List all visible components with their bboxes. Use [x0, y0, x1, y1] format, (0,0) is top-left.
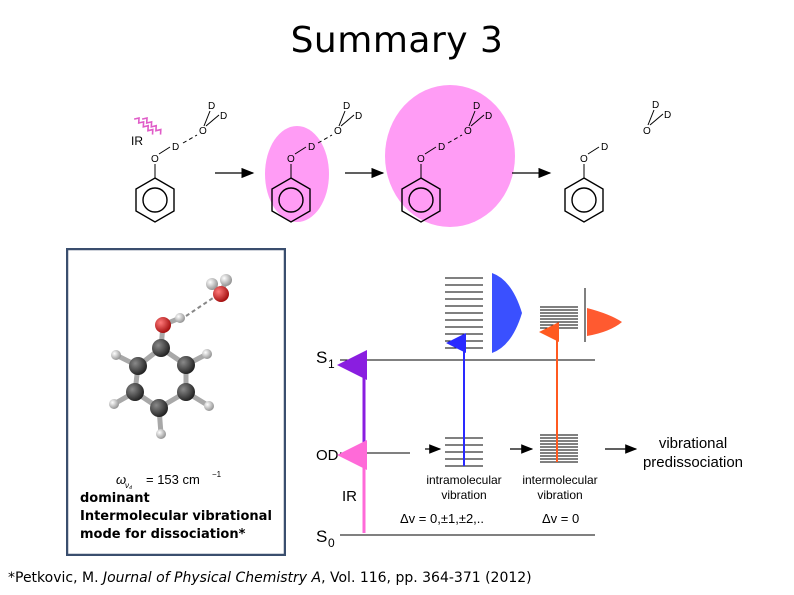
hydrogen-atom [204, 401, 214, 411]
intermolecular-band [587, 308, 622, 336]
delta-v-intermolecular: Δv = 0 [542, 511, 579, 526]
frequency-exponent: −1 [212, 470, 222, 479]
od-label: OD [316, 447, 339, 464]
caption-line: mode for dissociation* [80, 527, 246, 542]
carbon-atom [129, 357, 147, 375]
s1-subscript: 1 [328, 357, 335, 371]
hydrogen-atom [111, 350, 121, 360]
page-title: Summary 3 [290, 20, 504, 61]
oxygen-atom [155, 317, 171, 333]
s1-label: S [316, 348, 327, 367]
caption-line: Intermolecular vibrational [80, 509, 272, 524]
excited-complex-highlight [385, 85, 515, 227]
deuterium-atom: D [220, 111, 227, 122]
intermolecular-label: vibration [537, 488, 582, 502]
oxygen-atom: O [151, 154, 159, 165]
deuterium-atom: D [473, 101, 480, 112]
oxygen-atom: O [199, 126, 207, 137]
frequency-subscript: ν₄ [125, 481, 132, 490]
carbon-atom [177, 383, 195, 401]
complex-stage-1: IR O D O D D [131, 101, 227, 223]
vibrational-predissociation-label: predissociation [643, 454, 743, 471]
caption-line: dominant [80, 491, 150, 506]
dissociation-mechanism: IR O D O D D O D O D D O D O D D [131, 85, 671, 227]
citation-suffix: , Vol. 116, pp. 364-371 (2012) [321, 570, 532, 586]
carbon-atom [150, 399, 168, 417]
oxygen-atom [213, 286, 229, 302]
vibrational-predissociation-label: vibrational [659, 435, 727, 452]
intermolecular-upper-manifold [540, 306, 578, 329]
oxygen-atom: O [417, 154, 425, 165]
deuterium-atom: D [664, 110, 671, 121]
carbon-atom [152, 339, 170, 357]
s0-subscript: 0 [328, 536, 335, 550]
intermolecular-label: intermolecular [522, 473, 597, 487]
inset-frame [66, 248, 286, 556]
oxygen-atom: O [643, 126, 651, 137]
deuterium-atom: D [652, 100, 659, 111]
deuterium-atom: D [438, 142, 445, 153]
excited-chromophore-highlight [265, 126, 329, 222]
hydrogen-atom [156, 429, 166, 439]
oxygen-atom: O [464, 126, 472, 137]
deuterium-atom: D [355, 111, 362, 122]
deuterium-atom: D [343, 101, 350, 112]
hydrogen-atom [175, 313, 185, 323]
energy-level-diagram: S 1 OD S 0 IR in [316, 273, 743, 550]
deuterium-atom: D [308, 142, 315, 153]
frequency-value: = 153 cm [146, 472, 200, 487]
citation-prefix: *Petkovic, M. [8, 570, 103, 586]
complex-stage-4: O D O D D [564, 100, 671, 223]
citation-journal: Journal of Physical Chemistry A [102, 570, 322, 586]
inset-caption: dominant Intermolecular vibrational mode… [80, 490, 272, 544]
frequency-symbol: ω [116, 472, 126, 487]
carbon-atom [177, 356, 195, 374]
deuterium-atom: D [601, 142, 608, 153]
ir-label: IR [131, 134, 143, 148]
intramolecular-label: vibration [441, 488, 486, 502]
oxygen-atom: O [334, 126, 342, 137]
hydrogen-atom [202, 349, 212, 359]
intramolecular-label: intramolecular [426, 473, 501, 487]
oxygen-atom: O [580, 154, 588, 165]
hydrogen-atom [206, 278, 218, 290]
complex-stage-3: O D O D D [401, 101, 492, 223]
molecule-inset: ω ν₄ = 153 cm −1 [66, 248, 286, 556]
deuterium-atom: D [172, 142, 179, 153]
hydrogen-atom [220, 274, 232, 286]
intermolecular-lower-manifold [540, 434, 578, 463]
oxygen-atom: O [287, 154, 295, 165]
delta-v-intramolecular: Δv = 0,±1,±2,.. [400, 511, 484, 526]
intramolecular-band [492, 273, 522, 353]
deuterium-atom: D [208, 101, 215, 112]
hydrogen-atom [109, 399, 119, 409]
complex-stage-2: O D O D D [271, 101, 362, 223]
deuterium-atom: D [485, 111, 492, 122]
intramolecular-upper-manifold [445, 277, 483, 349]
citation: *Petkovic, M. Journal of Physical Chemis… [8, 570, 532, 586]
s0-label: S [316, 527, 327, 546]
ir-label: IR [342, 488, 357, 505]
carbon-atom [126, 383, 144, 401]
